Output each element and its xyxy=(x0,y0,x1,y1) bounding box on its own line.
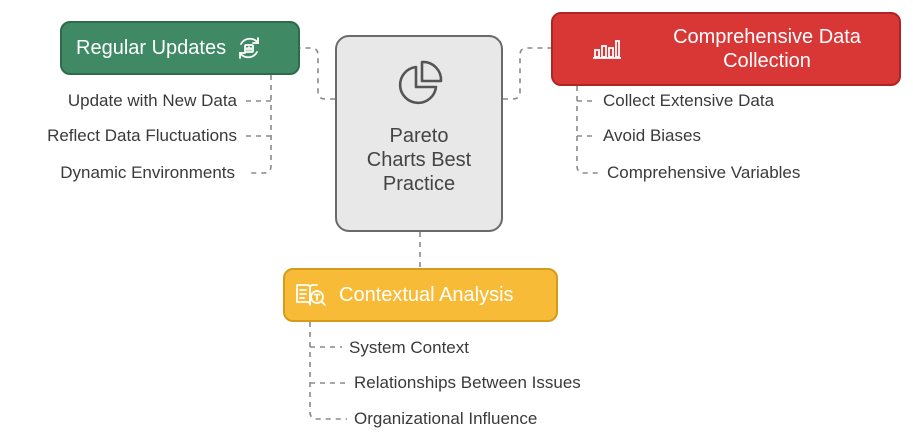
bar-chart-icon xyxy=(593,38,621,60)
book-search-icon xyxy=(295,281,327,309)
regular-updates-label: Regular Updates xyxy=(76,36,227,59)
comprehensive-data-node: Comprehensive Data Collection xyxy=(551,12,901,86)
list-item: System Context xyxy=(349,338,469,357)
list-item: Reflect Data Fluctuations xyxy=(47,126,237,145)
list-item: Relationships Between Issues xyxy=(354,373,581,392)
refresh-chart-icon xyxy=(236,35,262,61)
list-item: Dynamic Environments xyxy=(60,163,235,182)
central-topic-title: Pareto Charts Best Practice xyxy=(366,125,472,195)
connector-center-updates xyxy=(300,47,335,100)
contextual-analysis-node: Contextual Analysis xyxy=(283,268,558,322)
contextual-analysis-label: Contextual Analysis xyxy=(339,283,514,306)
comprehensive-data-label: Comprehensive Data Collection xyxy=(673,26,861,72)
pie-chart-icon xyxy=(394,59,444,114)
list-item: Update with New Data xyxy=(67,91,237,110)
regular-updates-node: Regular Updates xyxy=(60,21,300,75)
list-item: Collect Extensive Data xyxy=(603,91,775,110)
connector-context-items xyxy=(309,322,347,420)
connector-data-items xyxy=(576,86,600,174)
connector-center-data xyxy=(503,47,551,100)
list-item: Avoid Biases xyxy=(603,126,701,145)
list-item: Comprehensive Variables xyxy=(607,163,801,182)
central-topic-node: Pareto Charts Best Practice xyxy=(335,35,503,232)
list-item: Organizational Influence xyxy=(354,409,538,428)
connector-updates-items xyxy=(248,75,272,174)
